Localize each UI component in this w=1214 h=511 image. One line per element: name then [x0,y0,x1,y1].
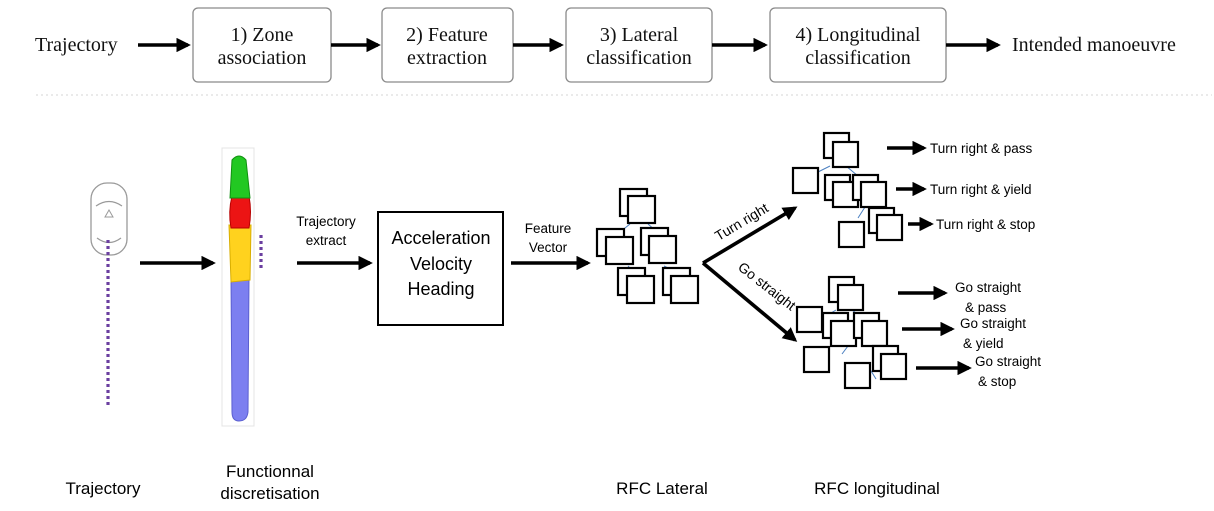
tree-node [879,352,908,381]
feature-heading: Heading [407,279,474,299]
car-body [90,182,128,256]
pipeline-step-lateral-classification: 3) Lateral classification [565,7,713,83]
branch-arrow-turn-right [702,206,798,265]
pipeline-step-longitudinal-classification: 4) Longitudinal classification [769,7,947,83]
pipeline-step-subtitle: classification [586,47,692,69]
caption-rfc-lateral: RFC Lateral [616,479,708,498]
rfc-longitudinal-go-straight-forest [795,275,908,390]
pipeline-step-subtitle: extraction [407,47,487,69]
tree-node [831,140,860,169]
tree-node [604,235,635,266]
features-box: Acceleration Velocity Heading [377,211,504,326]
car-marker [104,208,114,218]
rfc-lateral-forest [595,187,700,305]
caption-rfc-longitudinal: RFC longitudinal [814,479,940,498]
tree-node [626,194,657,225]
car-icon [90,182,128,256]
pipeline-step-title: 3) Lateral [600,24,679,46]
zones-frame [221,147,255,427]
pipeline-step-feature-extraction: 2) Feature extraction [381,7,514,83]
pipeline-step-title: 4) Longitudinal [796,24,921,46]
pipeline-step-zone-association: 1) Zone association [192,7,332,83]
outcome-go-straight-yield-line1: Go straight [960,316,1026,331]
trajectory-extract-label-line2: extract [306,233,347,248]
tree-node [647,234,678,265]
caption-discretisation-line1: Functionnal [226,462,314,481]
branch-label-go-straight: Go straight [735,259,799,314]
functional-zones-bar [221,147,255,427]
tree-link [857,206,866,219]
zone-yellow [228,224,252,283]
tree-node [843,361,872,390]
outcome-go-straight-stop-line2: & stop [978,374,1016,389]
outcome-go-straight-yield-line2: & yield [963,336,1004,351]
zone-green [229,155,251,199]
features-box-frame [377,211,504,326]
pipeline-step-title: 2) Feature [406,24,488,46]
pipeline-row: Trajectory 1) Zone association 2) Featur… [35,7,1176,83]
caption-discretisation-line2: discretisation [220,484,319,503]
outcome-go-straight-pass-line1: Go straight [955,280,1021,295]
feature-vector-label-line2: Vector [529,240,568,255]
feature-acceleration: Acceleration [391,228,490,248]
pipeline-step-subtitle: association [218,47,307,69]
pipeline-step-subtitle: classification [805,47,911,69]
tree-node [875,213,904,242]
pipeline-step-title: 1) Zone [231,24,294,46]
zone-red [229,195,251,229]
outcome-turn-right-pass: Turn right & pass [930,141,1033,156]
outcome-turn-right-stop: Turn right & stop [936,217,1035,232]
pipeline-output-label: Intended manoeuvre [1012,34,1176,56]
tree-node [802,345,831,374]
feature-velocity: Velocity [410,254,472,274]
car-windshield [95,200,123,207]
tree-node [625,274,656,305]
rfc-longitudinal-turn-right-forest [791,131,904,249]
tree-node [669,274,700,305]
tree-node [829,319,858,348]
branch-arrow-go-straight [701,261,798,342]
tree-node [791,166,820,195]
tree-node [836,283,865,312]
tree-link [817,165,831,173]
pipeline-input-label: Trajectory [35,34,118,56]
feature-vector-label-line1: Feature [525,221,572,236]
tree-node [859,180,888,209]
tree-node [837,220,866,249]
trajectory-extract-label-line1: Trajectory [296,214,356,229]
outcome-go-straight-stop-line1: Go straight [975,354,1041,369]
tree-node [860,319,889,348]
tree-node [795,305,824,334]
outcome-go-straight-pass-line2: & pass [965,300,1007,315]
branch-label-turn-right: Turn right [712,200,771,244]
caption-trajectory: Trajectory [66,479,141,498]
outcome-turn-right-yield: Turn right & yield [930,182,1032,197]
zone-blue [230,277,250,422]
tree-link [841,345,849,355]
